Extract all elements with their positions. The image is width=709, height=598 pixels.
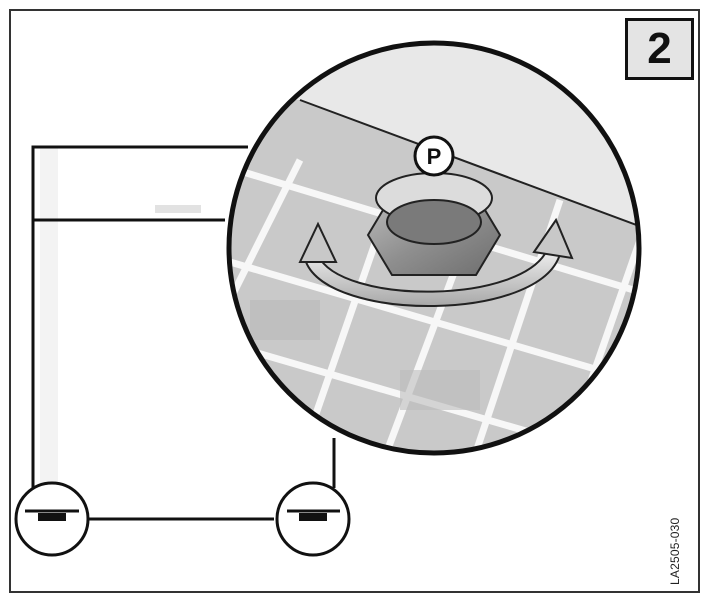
magnified-detail xyxy=(226,40,642,456)
appliance-outline xyxy=(31,145,336,521)
callout-p-label: P xyxy=(427,144,442,169)
step-number-badge: 2 xyxy=(625,18,694,80)
callout-p: P xyxy=(413,135,455,177)
adjustable-foot-icon xyxy=(14,481,90,557)
reference-code: LA2505-030 xyxy=(668,517,682,585)
adjustable-foot-icon xyxy=(275,481,351,557)
rotate-arrow-icon xyxy=(298,217,574,308)
